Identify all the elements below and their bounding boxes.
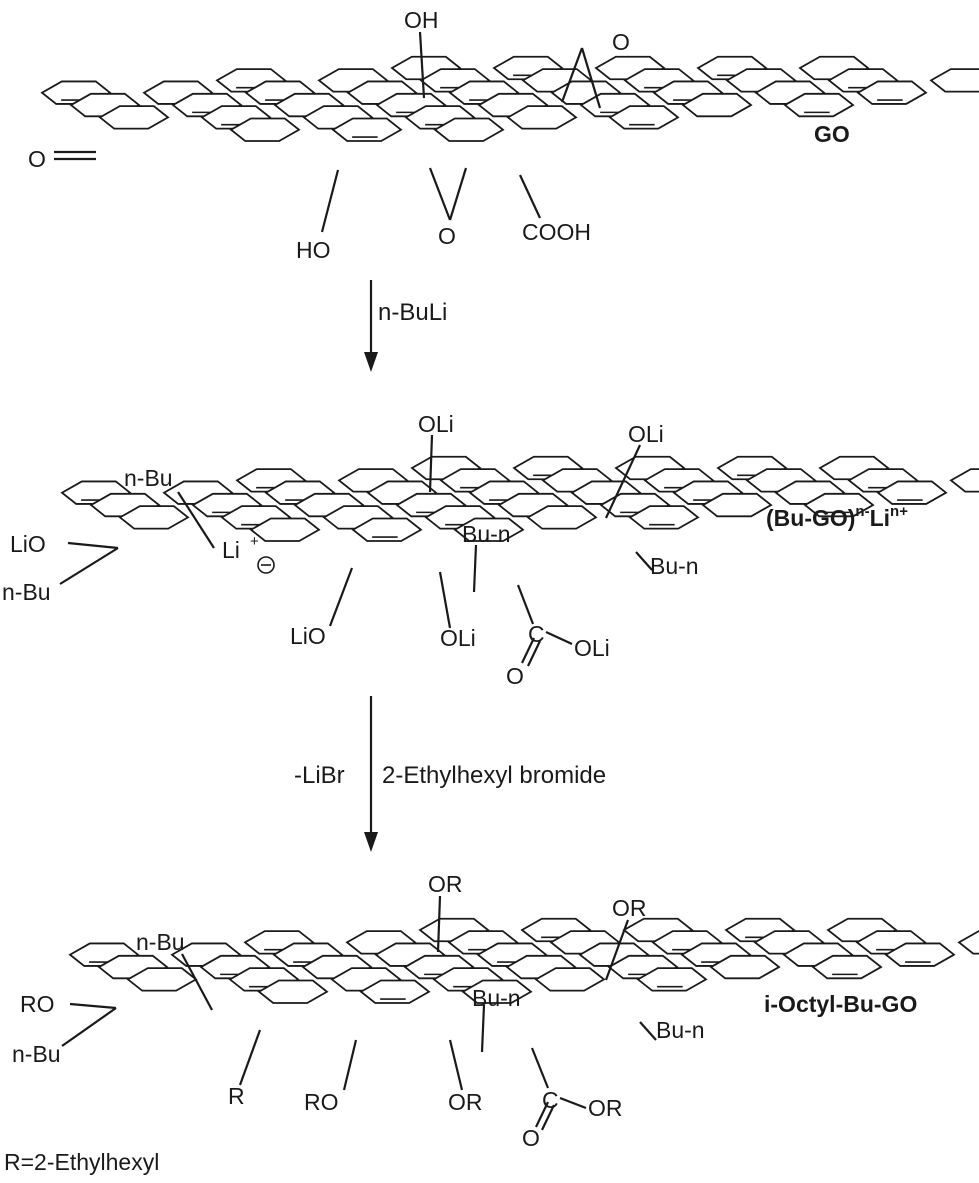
- reagent-label: 2-Ethylhexyl bromide: [382, 762, 606, 789]
- lithium-alkoxide-label: LiO: [290, 623, 326, 649]
- aromatic-ring: [957, 930, 979, 955]
- epoxide-oxygen-label: O: [612, 29, 630, 55]
- alkoxy-label: RO: [304, 1089, 339, 1115]
- aromatic-ring: [949, 468, 979, 493]
- aromatic-ring: [453, 517, 525, 542]
- lithium-alkoxide-label: LiO: [10, 531, 46, 557]
- aromatic-ring: [608, 105, 680, 130]
- aromatic-ring: [506, 105, 578, 130]
- bu-go-graphene-sheet: [60, 455, 979, 542]
- aromatic-ring: [461, 979, 533, 1004]
- lithium-alkoxide-label: OLi: [628, 421, 664, 447]
- carbonyl-carbon-label: C: [528, 621, 545, 647]
- aromatic-ring: [351, 517, 423, 542]
- aromatic-ring: [929, 68, 979, 93]
- aromatic-ring: [359, 979, 431, 1004]
- aromatic-ring: [229, 117, 301, 142]
- structure-name-octyl-bu-go: i-Octyl-Bu-GO: [764, 991, 917, 1017]
- aromatic-ring: [249, 517, 321, 542]
- aromatic-ring: [701, 492, 773, 518]
- aromatic-ring: [856, 80, 928, 105]
- alkoxy-label: RO: [20, 991, 55, 1017]
- alkoxy-label: OR: [448, 1089, 483, 1115]
- octyl-bu-go-graphene-sheet: [68, 917, 979, 1004]
- bu-go-substituents: [59, 434, 653, 667]
- carbonyl-oxygen-label: O: [522, 1125, 540, 1151]
- aromatic-ring: [118, 505, 190, 530]
- butyl-label: Bu-n: [650, 553, 699, 579]
- aromatic-ring: [803, 492, 875, 518]
- butyl-label: Bu-n: [656, 1017, 705, 1043]
- reaction-arrow: [364, 280, 378, 372]
- structure-name-bu-go: (Bu-GO)n-Lin+: [766, 503, 908, 531]
- aromatic-ring: [636, 967, 708, 992]
- lithium-alkoxide-label: OLi: [440, 625, 476, 651]
- aromatic-ring: [681, 92, 753, 118]
- carboxyl-label: COOH: [522, 219, 591, 245]
- byproduct-label: -LiBr: [294, 762, 345, 789]
- svg-text:(Bu-GO)n-Lin+: (Bu-GO)n-Lin+: [766, 503, 908, 531]
- go-substituents: [54, 31, 602, 233]
- plus-charge-sign: +: [250, 533, 259, 550]
- footnote: R=2-Ethylhexyl: [4, 1149, 159, 1175]
- aromatic-ring: [526, 505, 598, 530]
- aromatic-ring: [876, 480, 948, 505]
- aromatic-ring: [331, 117, 403, 142]
- butyl-label: n-Bu: [136, 929, 185, 955]
- go-graphene-sheet: [40, 55, 979, 142]
- alkoxy-label: OR: [612, 895, 647, 921]
- alkyl-label: R: [228, 1083, 245, 1109]
- hydroxyl-label: OH: [404, 7, 439, 33]
- alkoxy-label: OR: [428, 871, 463, 897]
- aromatic-ring: [534, 967, 606, 992]
- butyl-label: n-Bu: [2, 579, 51, 605]
- epoxide-oxygen-label: O: [438, 223, 456, 249]
- ester-alkoxy-label: OR: [588, 1095, 623, 1121]
- carbonyl-carbon-label: C: [542, 1087, 559, 1113]
- hydroxyl-label: HO: [296, 237, 331, 263]
- aromatic-ring: [709, 954, 781, 980]
- ketone-oxygen-label: O: [28, 146, 46, 172]
- butyl-label: n-Bu: [12, 1041, 61, 1067]
- butyl-label: n-Bu: [124, 465, 173, 491]
- aromatic-ring: [126, 967, 198, 992]
- lithium-cation-label: Li: [222, 537, 240, 563]
- aromatic-ring: [884, 942, 956, 967]
- negative-charge-circle: [257, 556, 275, 574]
- reagent-label: n-BuLi: [378, 299, 447, 326]
- aromatic-ring: [433, 117, 505, 142]
- aromatic-ring: [257, 979, 329, 1004]
- reaction-arrow: [364, 696, 378, 852]
- octyl-bu-go-substituents: [61, 895, 657, 1131]
- carbonyl-oxygen-label: O: [506, 663, 524, 689]
- butyl-label: Bu-n: [472, 985, 521, 1011]
- aromatic-ring: [98, 105, 170, 130]
- lithium-alkoxide-label: OLi: [418, 411, 454, 437]
- structure-name-go: GO: [814, 121, 850, 147]
- butyl-label: Bu-n: [462, 521, 511, 547]
- aromatic-ring: [811, 954, 883, 980]
- aromatic-ring: [783, 92, 855, 118]
- lithium-carboxylate-label: OLi: [574, 635, 610, 661]
- aromatic-ring: [628, 505, 700, 530]
